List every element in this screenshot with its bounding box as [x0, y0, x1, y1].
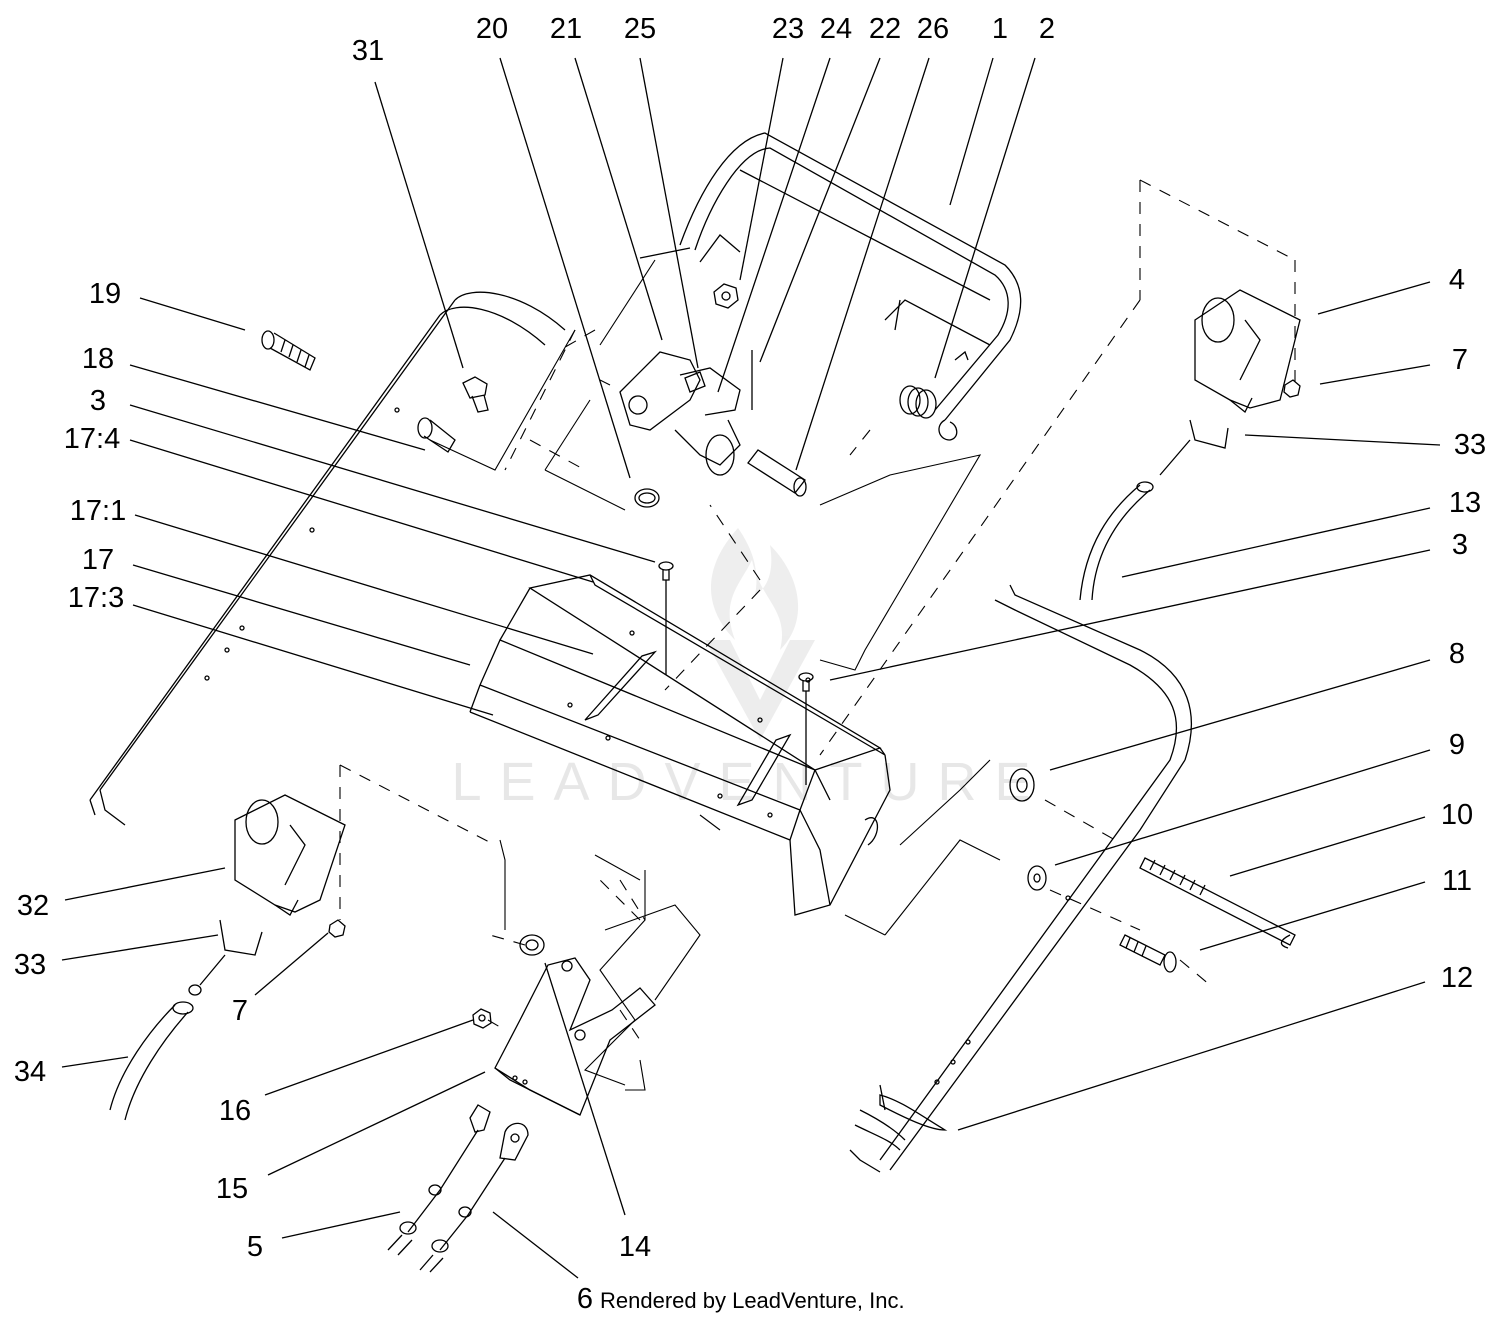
cable-6	[420, 1123, 528, 1272]
phantom-lines	[340, 180, 1295, 1040]
callout-26: 26	[917, 13, 949, 45]
bushing-14	[520, 935, 544, 955]
mounting-bracket-15	[495, 958, 655, 1115]
screw-3-right	[799, 673, 813, 785]
callout-17: 17	[82, 544, 114, 576]
callout-5: 5	[247, 1231, 263, 1263]
nut-7-left	[329, 920, 345, 937]
callout-34: 34	[14, 1056, 46, 1088]
callout-14: 14	[619, 1231, 651, 1263]
pin-22	[748, 450, 806, 496]
callout-20: 20	[476, 13, 508, 45]
bolt-10	[1140, 858, 1295, 948]
watermark-text: LEADVENTURE	[451, 752, 1048, 812]
cable-clip-12	[855, 1085, 945, 1150]
callout-4: 4	[1449, 264, 1465, 296]
callout-3-right: 3	[1452, 529, 1468, 561]
callout-6: 6	[577, 1283, 593, 1315]
callout-17-1: 17:1	[70, 495, 126, 527]
nut-7-right	[1284, 380, 1300, 397]
callout-11: 11	[1442, 865, 1472, 897]
callout-8: 8	[1449, 638, 1465, 670]
control-switch-right	[1195, 290, 1300, 412]
callout-13: 13	[1449, 487, 1481, 519]
spring-26	[900, 386, 936, 418]
cable-13	[1080, 440, 1190, 600]
callout-18: 18	[82, 343, 114, 375]
callout-3-left: 3	[90, 385, 106, 417]
callout-31: 31	[352, 35, 384, 67]
upper-handle	[640, 133, 1021, 420]
nut-23	[714, 284, 738, 308]
callout-2: 2	[1039, 13, 1055, 45]
callout-7-right: 7	[1452, 344, 1468, 376]
bolt-11	[1120, 935, 1176, 972]
callout-17-3: 17:3	[68, 582, 124, 614]
callout-33-left: 33	[14, 949, 46, 981]
screw-3-left	[659, 562, 673, 675]
bolt-18	[418, 418, 455, 452]
callout-16: 16	[219, 1095, 251, 1127]
callout-23: 23	[772, 13, 804, 45]
guide-outlines	[430, 260, 1000, 1090]
control-panel-17	[470, 575, 890, 915]
pivot-bracket	[620, 352, 740, 475]
clip-33-left	[220, 920, 262, 955]
watermark-logo	[705, 528, 815, 740]
credit-text: Rendered by LeadVenture, Inc.	[600, 1288, 905, 1313]
leader-lines	[62, 58, 1440, 1278]
right-handle-tube	[850, 585, 1191, 1172]
clip-2	[939, 352, 968, 440]
callout-17-4: 17:4	[64, 423, 120, 455]
callout-33-right: 33	[1454, 429, 1486, 461]
nut-16	[473, 1009, 491, 1028]
callout-labels: 31 20 21 25 23 24 22 26 1 2 19 18 3 17:4…	[14, 13, 1486, 1315]
spacer-8	[1010, 769, 1034, 801]
cable-34	[110, 955, 225, 1120]
callout-32: 32	[17, 890, 49, 922]
control-switch-left	[235, 795, 345, 915]
bolt-31	[463, 377, 488, 412]
callout-24: 24	[820, 13, 852, 45]
washer-9	[1028, 866, 1046, 890]
callout-21: 21	[550, 13, 582, 45]
callout-15: 15	[216, 1173, 248, 1205]
ring-20	[635, 489, 659, 507]
callout-10: 10	[1441, 799, 1473, 831]
callout-1: 1	[992, 13, 1008, 45]
callout-9: 9	[1449, 729, 1465, 761]
left-handle-tube	[90, 292, 565, 825]
clip-33-right	[1190, 420, 1228, 448]
callout-12: 12	[1441, 962, 1473, 994]
callout-22: 22	[869, 13, 901, 45]
callout-19: 19	[89, 278, 121, 310]
bolt-19	[262, 331, 315, 370]
callout-7-left: 7	[232, 995, 248, 1027]
cable-5	[388, 1105, 490, 1255]
callout-25: 25	[624, 13, 656, 45]
